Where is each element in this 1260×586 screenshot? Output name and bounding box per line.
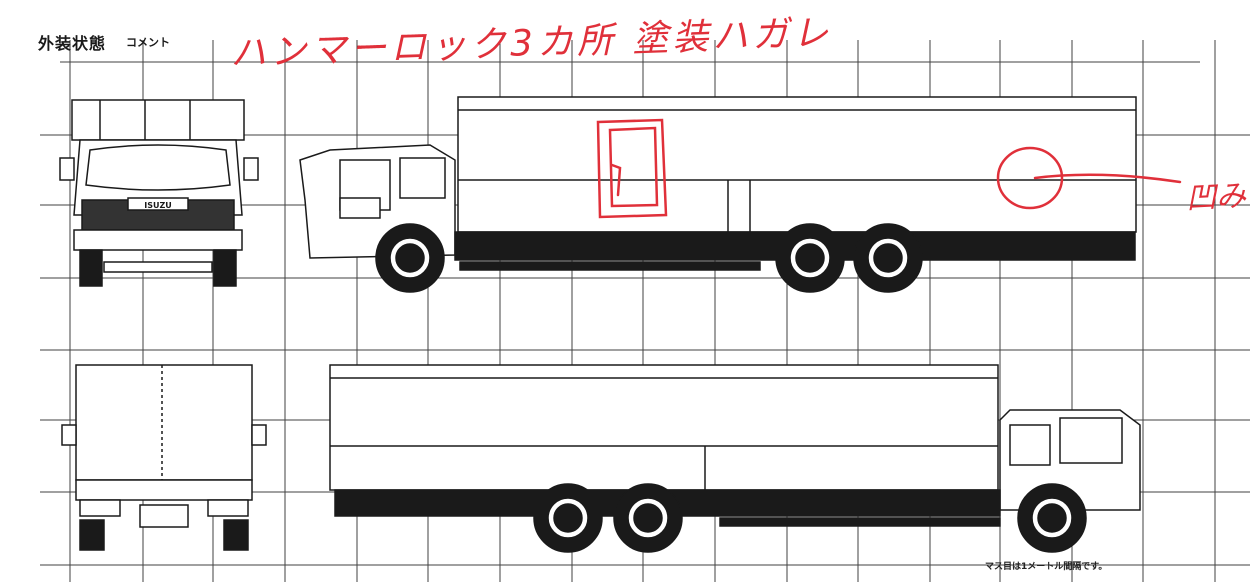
section-title: 外装状態 [38,34,107,53]
left-side-view [299,96,1137,293]
front-view [59,99,259,287]
handwritten-dent-note: 凹み [1185,178,1248,217]
damage-marks [596,118,1182,219]
brand-badge: ISUZU [144,201,172,210]
right-side-view [329,364,1141,553]
damage-rectangle-mark [596,118,668,219]
dent-leader-line [1033,173,1182,184]
rear-view [61,364,267,551]
grid-scale-footnote: マス目は1メートル間隔です。 [985,562,1108,572]
comment-label: コメント [126,36,170,49]
dent-circle-mark [996,146,1064,210]
